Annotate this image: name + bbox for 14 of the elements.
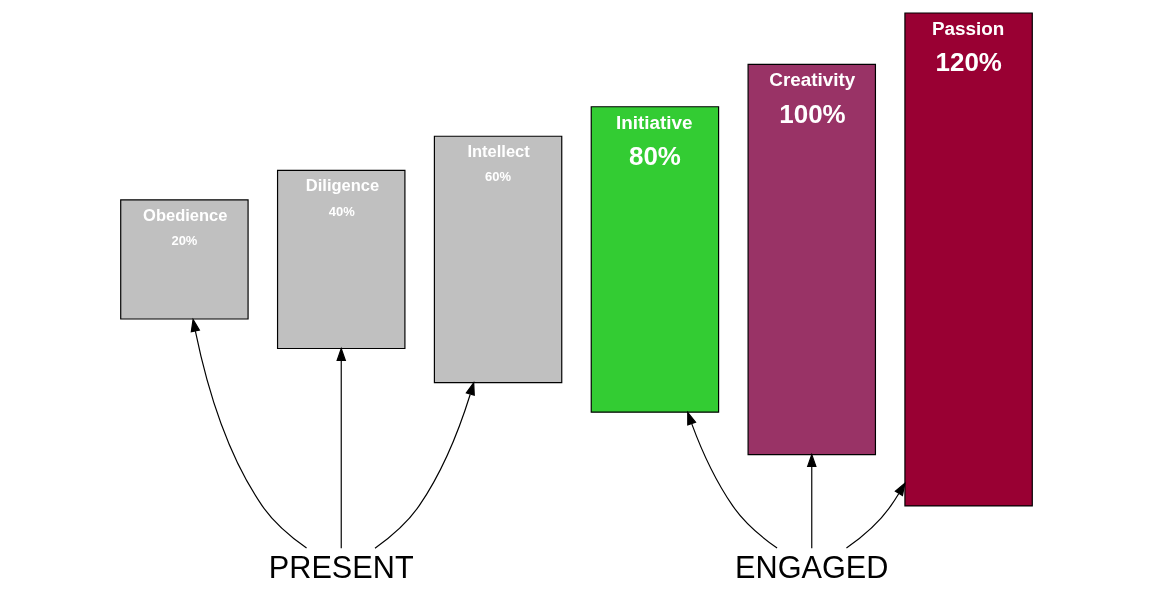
node-box: Diligence 40%: [276, 169, 405, 350]
node-box: Intellect 60%: [433, 135, 562, 384]
arrow: [335, 346, 346, 549]
arrow: [373, 381, 475, 549]
node-box: Initiative 80%: [590, 106, 719, 413]
node-text: PRESENT: [268, 549, 414, 584]
arrow: [845, 481, 906, 549]
arrow: [686, 410, 778, 549]
node-box: Creativity 100%: [747, 63, 876, 456]
node-text: ENGAGED: [734, 549, 888, 584]
node-box: Obedience 20%: [119, 199, 249, 320]
arrow: [806, 452, 817, 549]
arrow: [190, 317, 307, 549]
node-box: Passion 120%: [903, 12, 1033, 507]
